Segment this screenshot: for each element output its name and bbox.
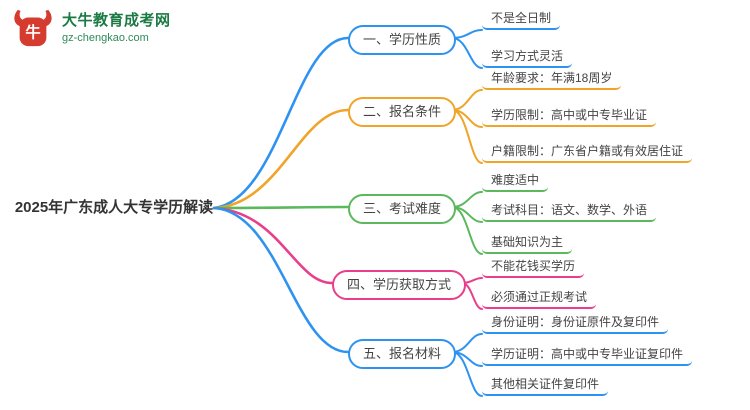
leaf-node-1-2: 学习方式灵活 [482,47,573,68]
leaf-node-2-3: 户籍限制：广东省户籍或有效居住证 [482,142,693,163]
leaf-node-5-3: 其他相关证件复印件 [482,375,609,396]
leaf-node-3-3: 基础知识为主 [482,233,573,254]
leaf-node-2-1: 年龄要求：年满18周岁 [482,69,622,90]
branch-node-4: 四、学历获取方式 [332,270,467,300]
connector-branch5-leaf1 [451,333,483,353]
leaf-node-2-2: 学历限制：高中或中专毕业证 [482,106,657,127]
site-name: 大牛教育成考网 [62,12,171,30]
leaf-node-4-1: 不能花钱买学历 [482,257,585,278]
connector-root-branch1 [212,36,350,210]
connector-branch3-leaf1 [451,191,483,208]
leaf-node-3-1: 难度适中 [482,171,549,192]
connector-root-branch5 [212,206,350,354]
leaf-node-5-1: 身份证明：身份证原件及复印件 [482,313,669,334]
branch-node-3: 三、考试难度 [348,194,457,224]
site-url: gz-chengkao.com [62,32,149,44]
bull-icon: 牛 [14,9,52,47]
leaf-node-4-2: 必须通过正规考试 [482,288,597,309]
branch-node-5: 五、报名材料 [348,339,457,369]
branch-node-1: 一、学历性质 [348,25,457,55]
connector-branch1-leaf2 [451,37,483,69]
connector-branch2-leaf3 [451,109,483,164]
connector-root-branch2 [212,108,350,210]
connector-branch1-leaf1 [451,29,483,39]
connector-branch3-leaf3 [451,206,483,255]
leaf-node-1-1: 不是全日制 [482,9,561,30]
connector-branch2-leaf1 [451,89,483,111]
leaf-node-5-2: 学历证明：高中或中专毕业证复印件 [482,345,693,366]
branch-node-2: 二、报名条件 [348,97,457,127]
leaf-node-3-2: 考试科目：语文、数学、外语 [482,201,657,222]
svg-text:牛: 牛 [25,24,40,42]
connector-branch5-leaf3 [451,351,483,397]
site-logo: 牛 大牛教育成考网 gz-chengkao.com [10,8,171,50]
connector-root-branch4 [212,206,334,285]
connector-root-branch3 [212,205,350,210]
mindmap-root-node: 2025年广东成人大专学历解读 [14,199,214,216]
